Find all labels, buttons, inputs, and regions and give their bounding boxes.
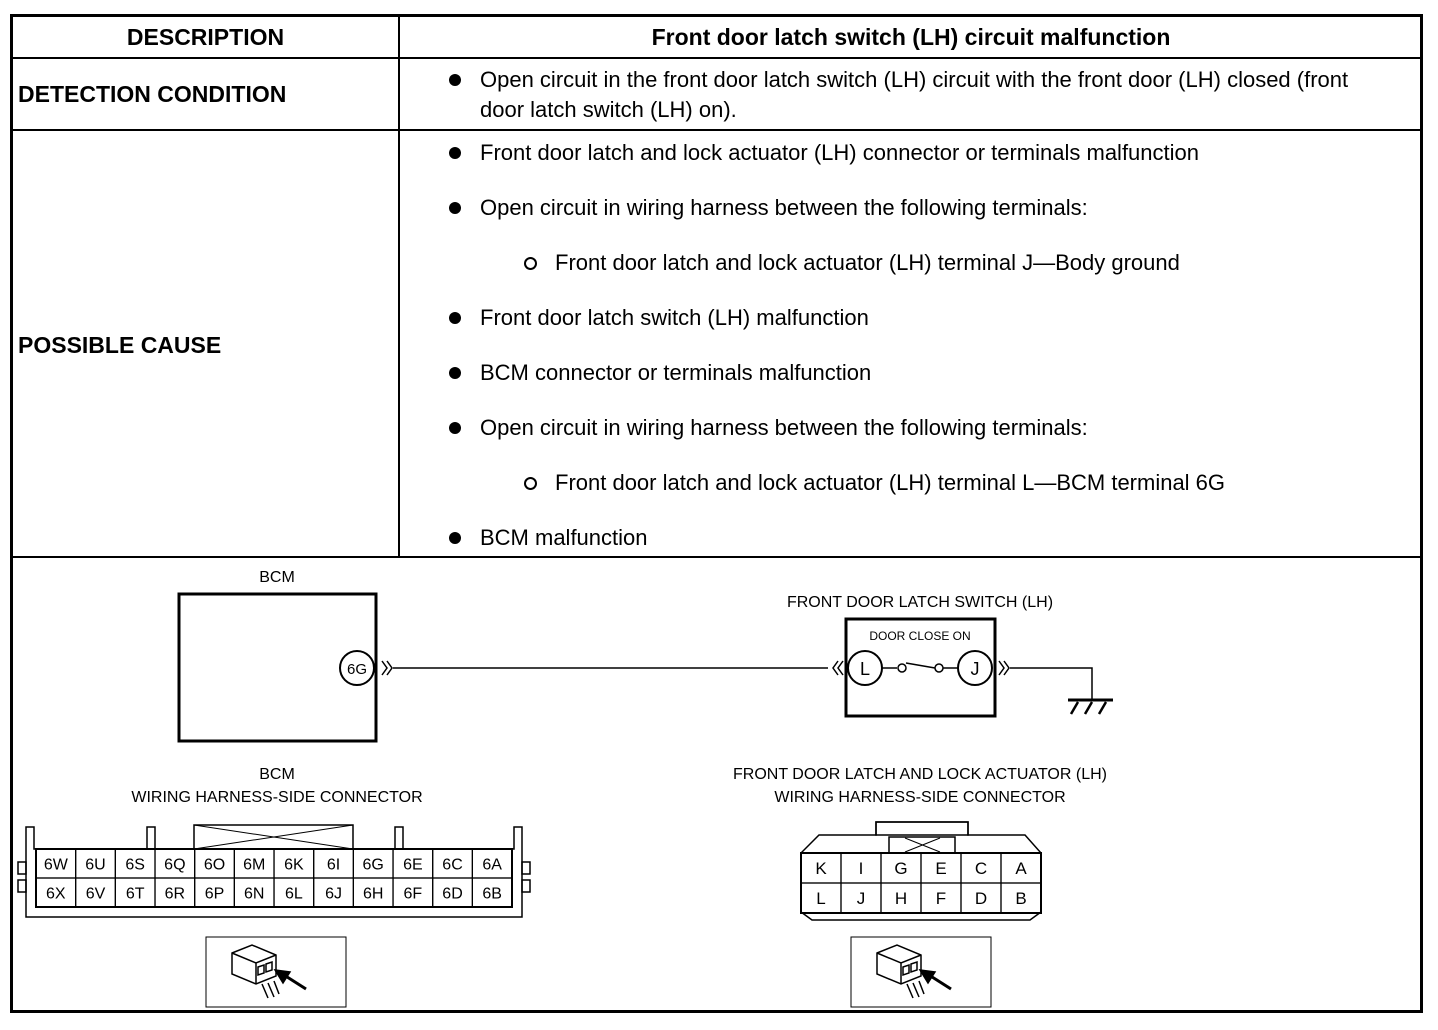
bullet-icon — [449, 202, 461, 214]
header-malfunction-title: Front door latch switch (LH) circuit mal… — [651, 23, 1171, 50]
diagnostic-frame — [10, 14, 1423, 1013]
header-divider — [10, 57, 1423, 59]
bullet-icon — [449, 312, 461, 324]
bcm-connector-subtitle: WIRING HARNESS-SIDE CONNECTOR — [131, 789, 422, 806]
cause-item: Open circuit in wiring harness between t… — [480, 195, 1088, 220]
bcm-connector-pin-label: 6R — [165, 885, 185, 902]
bcm-connector-pin-label: 6W — [44, 856, 69, 873]
column-divider — [398, 14, 400, 557]
bcm-connector-pin-label: 6I — [327, 856, 340, 873]
bcm-connector-pin-label: 6V — [86, 885, 106, 902]
bcm-connector-pin-label: 6H — [363, 885, 383, 902]
cause-item: BCM connector or terminals malfunction — [480, 360, 872, 385]
switch-terminal-l-label: L — [860, 659, 870, 679]
ground-icon — [1068, 698, 1113, 715]
switch-blade — [905, 662, 936, 669]
cause-divider — [10, 556, 1423, 558]
bcm-connector-title: BCM — [259, 766, 295, 783]
cause-item: BCM malfunction — [480, 525, 648, 550]
cause-item: Front door latch and lock actuator (LH) … — [480, 140, 1199, 165]
bullet-icon — [449, 532, 461, 544]
switch-contact — [897, 663, 907, 673]
actuator-connector-subtitle: WIRING HARNESS-SIDE CONNECTOR — [774, 789, 1065, 806]
cause-item: Open circuit in wiring harness between t… — [480, 415, 1088, 440]
actuator-connector-pin-label: D — [975, 889, 987, 908]
detection-divider — [10, 129, 1423, 131]
actuator-connector-title: FRONT DOOR LATCH AND LOCK ACTUATOR (LH) — [733, 766, 1107, 783]
bcm-connector-pin-cell — [471, 877, 513, 908]
bcm-connector-pin-label: 6G — [363, 856, 384, 873]
actuator-connector-pin-label: C — [975, 859, 987, 878]
bcm-connector-pin-label: 6O — [204, 856, 225, 873]
cause-sub-item: Front door latch and lock actuator (LH) … — [555, 250, 1180, 275]
bcm-connector-pin-label: 6N — [244, 885, 264, 902]
bcm-connector-pin-label: 6C — [442, 856, 462, 873]
bullet-icon — [449, 422, 461, 434]
bcm-connector-pin-label: 6E — [403, 856, 423, 873]
connector-view-icon — [205, 936, 347, 1008]
actuator-connector-pin-label: H — [895, 889, 907, 908]
actuator-connector-pin-label: G — [894, 859, 907, 878]
bcm-connector-pin-label: 6Q — [164, 856, 185, 873]
bcm-connector-pin-label: 6P — [205, 885, 225, 902]
cause-sub-item: Front door latch and lock actuator (LH) … — [555, 470, 1226, 495]
actuator-connector-pin-label: A — [1015, 859, 1027, 878]
actuator-connector-pin-label: E — [935, 859, 946, 878]
detection-condition-label: DETECTION CONDITION — [18, 81, 287, 107]
connector-chevron-icon — [381, 660, 393, 676]
actuator-connector-pin-label: I — [859, 859, 864, 878]
bcm-connector-pin-label: 6M — [243, 856, 265, 873]
detection-condition-text: Open circuit in the front door latch swi… — [480, 67, 1349, 122]
sub-bullet-icon — [524, 477, 537, 490]
bcm-terminal-label: 6G — [347, 661, 367, 678]
bcm-connector-pin-label: 6K — [284, 856, 304, 873]
actuator-connector-pin-label: B — [1015, 889, 1026, 908]
connector-view-icon — [850, 936, 992, 1008]
header-description: DESCRIPTION — [126, 23, 285, 50]
bcm-connector-pin-label: 6L — [285, 885, 303, 902]
sub-bullet-icon — [524, 257, 537, 270]
switch-box — [844, 617, 997, 718]
actuator-connector-pin-cell — [1000, 882, 1042, 914]
bcm-box — [177, 592, 378, 743]
switch-state-label: DOOR CLOSE ON — [869, 629, 970, 643]
bullet-icon — [449, 74, 461, 86]
actuator-connector-pin-label: F — [936, 889, 946, 908]
ground-wire — [1010, 667, 1093, 700]
actuator-connector-pin-label: K — [815, 859, 827, 878]
bcm-connector-pin-label: 6U — [85, 856, 105, 873]
bcm-connector-pin-label: 6X — [46, 885, 66, 902]
bullet-icon — [449, 367, 461, 379]
bcm-connector-pin-label: 6F — [404, 885, 423, 902]
connector-chevron-icon — [832, 660, 844, 676]
connector-chevron-icon — [998, 660, 1010, 676]
switch-title: FRONT DOOR LATCH SWITCH (LH) — [787, 594, 1053, 611]
bcm-connector-pin-label: 6D — [442, 885, 462, 902]
bcm-connector-pin-label: 6B — [482, 885, 502, 902]
switch-terminal-j-label: J — [971, 659, 980, 679]
possible-cause-label: POSSIBLE CAUSE — [18, 332, 222, 358]
bcm-connector-pin-label: 6J — [325, 885, 342, 902]
bullet-icon — [449, 147, 461, 159]
bcm-connector-pin-label: 6A — [482, 856, 502, 873]
switch-contact — [934, 663, 944, 673]
bcm-terminal-6g — [339, 650, 375, 686]
bcm-title: BCM — [259, 569, 295, 586]
cause-item: Front door latch switch (LH) malfunction — [480, 305, 869, 330]
actuator-connector-pin-label: J — [857, 889, 866, 908]
bcm-connector-pin-label: 6S — [125, 856, 145, 873]
bcm-connector-pin-label: 6T — [126, 885, 145, 902]
actuator-connector-pin-label: L — [816, 889, 825, 908]
